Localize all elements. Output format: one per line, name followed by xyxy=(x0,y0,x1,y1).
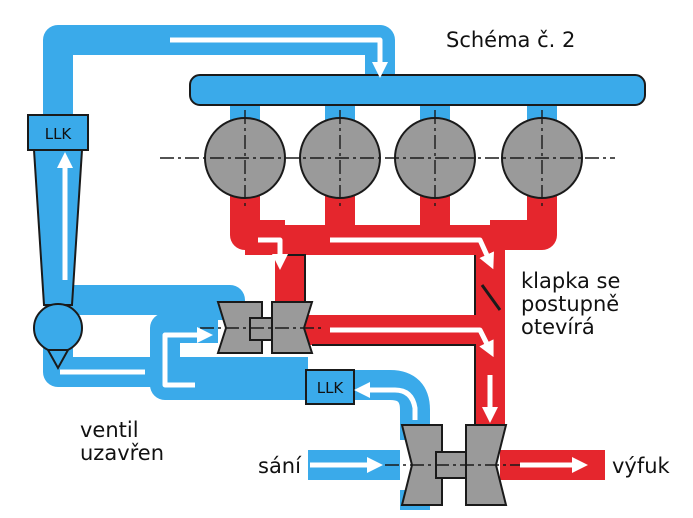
lower-llk-box xyxy=(305,369,355,405)
upper-llk-box xyxy=(27,114,89,151)
flap-label-line-1: klapka se xyxy=(521,269,620,293)
arrow-top-duct xyxy=(170,37,389,78)
flow-arrows xyxy=(56,37,588,473)
wastegate-flap xyxy=(480,284,502,311)
cooler-to-hp-compressor-duct xyxy=(43,150,245,320)
centerlines xyxy=(160,110,615,466)
lower-llk-label: LLK xyxy=(317,379,345,397)
cyclone-separator xyxy=(32,149,84,306)
hp-turbine-wheel xyxy=(271,301,314,354)
arrow-exhaust-collector xyxy=(330,237,494,270)
arrow-lower-return xyxy=(162,326,213,388)
intake-duct-outlines xyxy=(27,74,646,405)
valve-chamber xyxy=(33,303,83,353)
flap-label-line-3: otevírá xyxy=(521,315,595,339)
arrow-lp-outlet xyxy=(354,382,418,420)
manifold-outline xyxy=(189,74,646,106)
valve-drain xyxy=(46,349,70,371)
exhaust-label: výfuk xyxy=(612,454,671,478)
valve-label-line-1: ventil xyxy=(80,418,139,442)
diagram-title: Schéma č. 2 xyxy=(446,28,575,52)
upper-llk-label: LLK xyxy=(45,125,73,143)
valve-label-line-2: uzavřen xyxy=(80,441,164,465)
flap-label-line-2: postupně xyxy=(521,292,619,316)
intake-label: sání xyxy=(258,454,302,478)
hp-turbocharger xyxy=(216,301,314,354)
arrow-hp-turbine-out xyxy=(330,327,494,358)
bypass-duct xyxy=(43,345,308,387)
arrow-exhaust-runner-1 xyxy=(258,237,289,270)
